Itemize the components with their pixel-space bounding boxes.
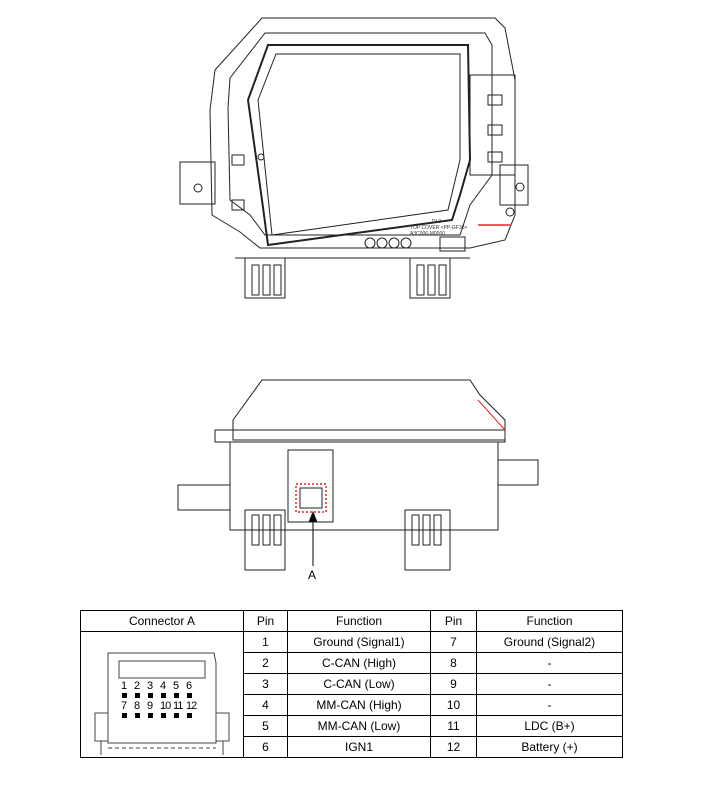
- header-connector: Connector A: [80, 610, 244, 632]
- function-cell: Ground (Signal2): [476, 631, 623, 653]
- pin-cell: 10: [430, 694, 477, 716]
- pin-cell: 8: [430, 652, 477, 674]
- pin-cell: 4: [243, 694, 288, 716]
- table-row: 4 MM-CAN (High) 10 -: [81, 694, 623, 716]
- header-function: Function: [287, 610, 431, 632]
- function-cell: -: [476, 673, 623, 695]
- table-row: 3 C-CAN (Low) 9 -: [81, 673, 623, 695]
- pin-number: 11: [173, 699, 183, 712]
- function-cell: MM-CAN (High): [287, 694, 431, 716]
- table-row: 6 IGN1 12 Battery (+): [81, 736, 623, 758]
- pin-cell: 11: [430, 715, 477, 737]
- table-header-row: Connector A Pin Function Pin Function: [80, 610, 623, 632]
- function-cell: MM-CAN (Low): [287, 715, 431, 737]
- pin-cell: 6: [243, 736, 288, 758]
- pin-number: 10: [160, 699, 171, 712]
- pin-cell: 1: [243, 631, 288, 653]
- callout-label-a: A: [308, 568, 317, 582]
- function-cell: Battery (+): [476, 736, 623, 758]
- side-view-drawing: [177, 379, 539, 571]
- function-cell: C-CAN (High): [287, 652, 431, 674]
- pin-cell: 12: [430, 736, 477, 758]
- table-row: 5 MM-CAN (Low) 11 LDC (B+): [81, 715, 623, 737]
- part-label-line3: A3C006-M0000: [410, 231, 446, 237]
- header-pin: Pin: [430, 610, 477, 632]
- function-cell: Ground (Signal1): [287, 631, 431, 653]
- pin-number: 4: [160, 679, 167, 692]
- pin-number: 8: [134, 699, 141, 712]
- pin-number: 6: [186, 679, 193, 692]
- pin-number: 7: [121, 699, 128, 712]
- pin-number: 1: [121, 679, 128, 692]
- pin-cell: 5: [243, 715, 288, 737]
- function-cell: -: [476, 694, 623, 716]
- function-cell: LDC (B+): [476, 715, 623, 737]
- pin-number: 12: [186, 699, 197, 712]
- pin-number: 2: [134, 679, 141, 692]
- table-row: 2 C-CAN (High) 8 -: [81, 652, 623, 674]
- function-cell: C-CAN (Low): [287, 673, 431, 695]
- top-view-drawing: [179, 17, 529, 299]
- header-pin: Pin: [243, 610, 288, 632]
- function-cell: -: [476, 652, 623, 674]
- pin-number: 3: [147, 679, 154, 692]
- pin-cell: 3: [243, 673, 288, 695]
- function-cell: IGN1: [287, 736, 431, 758]
- header-function: Function: [476, 610, 623, 632]
- pin-cell: 7: [430, 631, 477, 653]
- module-drawings: [177, 17, 539, 571]
- pin-number: 5: [173, 679, 180, 692]
- pin-cell: 9: [430, 673, 477, 695]
- pin-number: 9: [147, 699, 154, 712]
- pin-cell: 2: [243, 652, 288, 674]
- part-label-line2: TOP COVER <PP-GF30>: [410, 225, 468, 231]
- part-label-line1: DL3: [432, 219, 442, 225]
- connector-pin-table: Connector A Pin Function Pin Function: [80, 610, 623, 758]
